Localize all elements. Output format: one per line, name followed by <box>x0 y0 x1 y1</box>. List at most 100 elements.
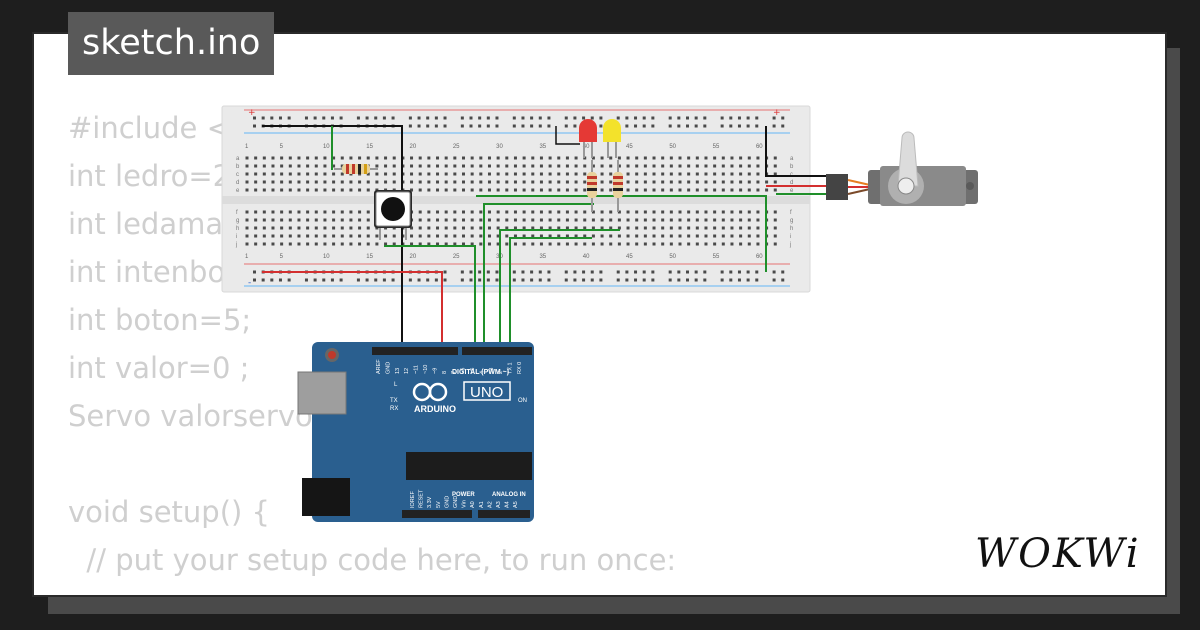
pin-label: GND <box>385 362 391 374</box>
row-letter: i <box>236 234 237 240</box>
wire-led-gnd[interactable] <box>555 126 580 145</box>
pin-label: 2 <box>498 371 504 374</box>
led-label-l: L <box>394 382 398 388</box>
column-number: 5 <box>280 254 284 260</box>
row-letter: j <box>235 242 237 248</box>
pin-label: Vin <box>462 500 468 508</box>
column-number: 25 <box>453 254 460 260</box>
row-letter: g <box>790 218 793 224</box>
column-number: 50 <box>669 144 676 150</box>
wire-green-led3[interactable] <box>509 237 592 352</box>
led-label-on: ON <box>518 398 527 404</box>
pin-label: ~11 <box>414 365 420 374</box>
column-number: 55 <box>713 254 720 260</box>
file-name-tab[interactable]: sketch.ino <box>68 12 275 75</box>
pin-label: ~5 <box>470 368 476 374</box>
pin-label: 4 <box>479 371 485 374</box>
header-analog-label: ANALOG IN <box>492 492 526 498</box>
code-line: Servo valorservo; <box>68 399 323 433</box>
column-number: 20 <box>410 254 417 260</box>
column-number: 1 <box>245 254 249 260</box>
wire-black[interactable] <box>262 125 403 352</box>
column-number: 35 <box>539 254 546 260</box>
breadboard[interactable]: 1155101015152020252530303535404045455050… <box>221 105 811 293</box>
row-letter: h <box>236 226 239 232</box>
wires <box>262 125 828 520</box>
wire-green-servo[interactable] <box>476 195 767 272</box>
wire-green-button[interactable] <box>384 245 476 352</box>
led-red[interactable] <box>579 119 597 158</box>
row-letter: d <box>790 180 793 186</box>
column-number: 30 <box>496 144 503 150</box>
header-digital-label: DIGITAL (PWM ~) <box>452 369 509 376</box>
row-letter: d <box>236 180 239 186</box>
column-number: 15 <box>366 254 373 260</box>
code-line: int valor=0 ; <box>68 351 250 385</box>
led-label-rx: RX <box>390 406 398 412</box>
pin-label: A2 <box>487 501 493 508</box>
board-brand: ARDUINO <box>414 404 456 414</box>
row-letter: j <box>789 242 791 248</box>
pin-label: GND <box>453 496 459 508</box>
column-number: 10 <box>323 144 330 150</box>
resistor[interactable] <box>334 164 378 174</box>
arduino-uno[interactable]: UNO ARDUINO DIGITAL (PWM ~) POWER ANALOG… <box>297 342 534 522</box>
board-model: UNO <box>470 384 503 401</box>
wire-servo-gnd[interactable] <box>765 126 828 177</box>
power-jack <box>302 478 350 516</box>
pin-label: IOREF <box>410 491 416 508</box>
wire-green-led1[interactable] <box>483 203 594 352</box>
column-number: 50 <box>669 254 676 260</box>
wokwi-logo-text: WOKWi <box>975 531 1141 575</box>
row-letter: f <box>236 210 238 216</box>
column-number: 40 <box>583 144 590 150</box>
column-number: 35 <box>539 144 546 150</box>
row-letter: f <box>790 210 792 216</box>
pin-label: TX 1 <box>508 362 514 374</box>
servo-motor[interactable] <box>826 131 978 206</box>
pin-label: ~9 <box>432 368 438 374</box>
led-yellow[interactable] <box>603 119 621 158</box>
row-letter: c <box>236 172 239 178</box>
column-number: 20 <box>410 144 417 150</box>
pin-label: 7 <box>451 371 457 374</box>
pin-label: A5 <box>513 501 519 508</box>
row-letter: a <box>236 156 240 162</box>
row-letter: b <box>790 164 794 170</box>
column-number: 10 <box>323 254 330 260</box>
pin-label: RESET <box>419 489 425 508</box>
code-line: // put your setup code here, to run once… <box>68 543 677 577</box>
resistor-led-1[interactable] <box>587 160 597 212</box>
column-number: 15 <box>366 144 373 150</box>
led-label-tx: TX <box>390 398 398 404</box>
column-number: 1 <box>245 144 249 150</box>
pin-label: 12 <box>404 368 410 374</box>
row-letter: i <box>790 234 791 240</box>
row-letter: e <box>790 188 794 194</box>
column-number: 5 <box>280 144 284 150</box>
rail-plus-label-right: + <box>773 108 781 118</box>
row-letter: h <box>790 226 793 232</box>
pushbutton[interactable] <box>374 190 412 240</box>
column-number: 45 <box>626 254 633 260</box>
rail-plus-label: + <box>248 108 256 118</box>
rail-minus-label: - <box>248 278 251 288</box>
wokwi-logo: WOKWi <box>975 531 1141 575</box>
resistor-led-2[interactable] <box>613 160 623 212</box>
wire-green-led2[interactable] <box>499 229 620 352</box>
row-letter: g <box>236 218 239 224</box>
row-letter: b <box>236 164 240 170</box>
pin-label: A4 <box>505 501 511 508</box>
pin-label: 3.3V <box>427 496 433 508</box>
pin-label: 8 <box>442 371 448 374</box>
pin-label: 5V <box>436 501 442 508</box>
column-number: 40 <box>583 254 590 260</box>
code-line: Serial.begin(9600); <box>68 584 676 595</box>
column-number: 60 <box>756 254 763 260</box>
header-power-label: POWER <box>452 492 475 498</box>
row-letter: a <box>790 156 794 162</box>
column-number: 60 <box>756 144 763 150</box>
column-number: 55 <box>713 144 720 150</box>
reset-button[interactable] <box>328 351 336 359</box>
